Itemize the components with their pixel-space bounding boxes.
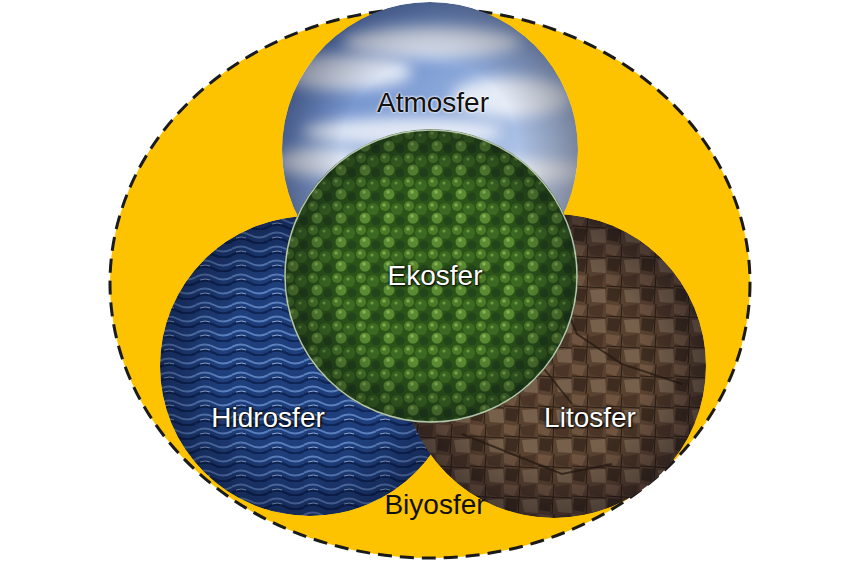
ecosphere-circle: Ekosfer — [284, 129, 578, 423]
texture-fill — [284, 129, 578, 423]
texture-fill — [160, 216, 460, 516]
sphere-label: Litosfer — [540, 402, 640, 434]
label-holder: Atmosfer — [373, 87, 493, 119]
label-holder: Hidrosfer — [207, 402, 329, 434]
sphere-label: Ekosfer — [384, 260, 487, 292]
edge-shade — [284, 129, 578, 423]
biosphere-ellipse: BiyosferAtmosferEkosferHidrosferLitosfer — [107, 5, 753, 561]
label-holder: Ekosfer — [384, 260, 487, 292]
dashed-ellipse — [110, 8, 750, 558]
texture-group — [284, 129, 578, 423]
edge-shade — [160, 216, 460, 516]
sphere-label: Atmosfer — [373, 87, 493, 119]
sphere-label: Hidrosfer — [207, 402, 329, 434]
edge-shade — [402, 214, 706, 518]
texture-group — [160, 216, 460, 516]
label-holder: Litosfer — [540, 402, 640, 434]
texture-fill — [402, 214, 706, 518]
texture-group — [402, 214, 706, 518]
circle-rim — [285, 130, 577, 422]
